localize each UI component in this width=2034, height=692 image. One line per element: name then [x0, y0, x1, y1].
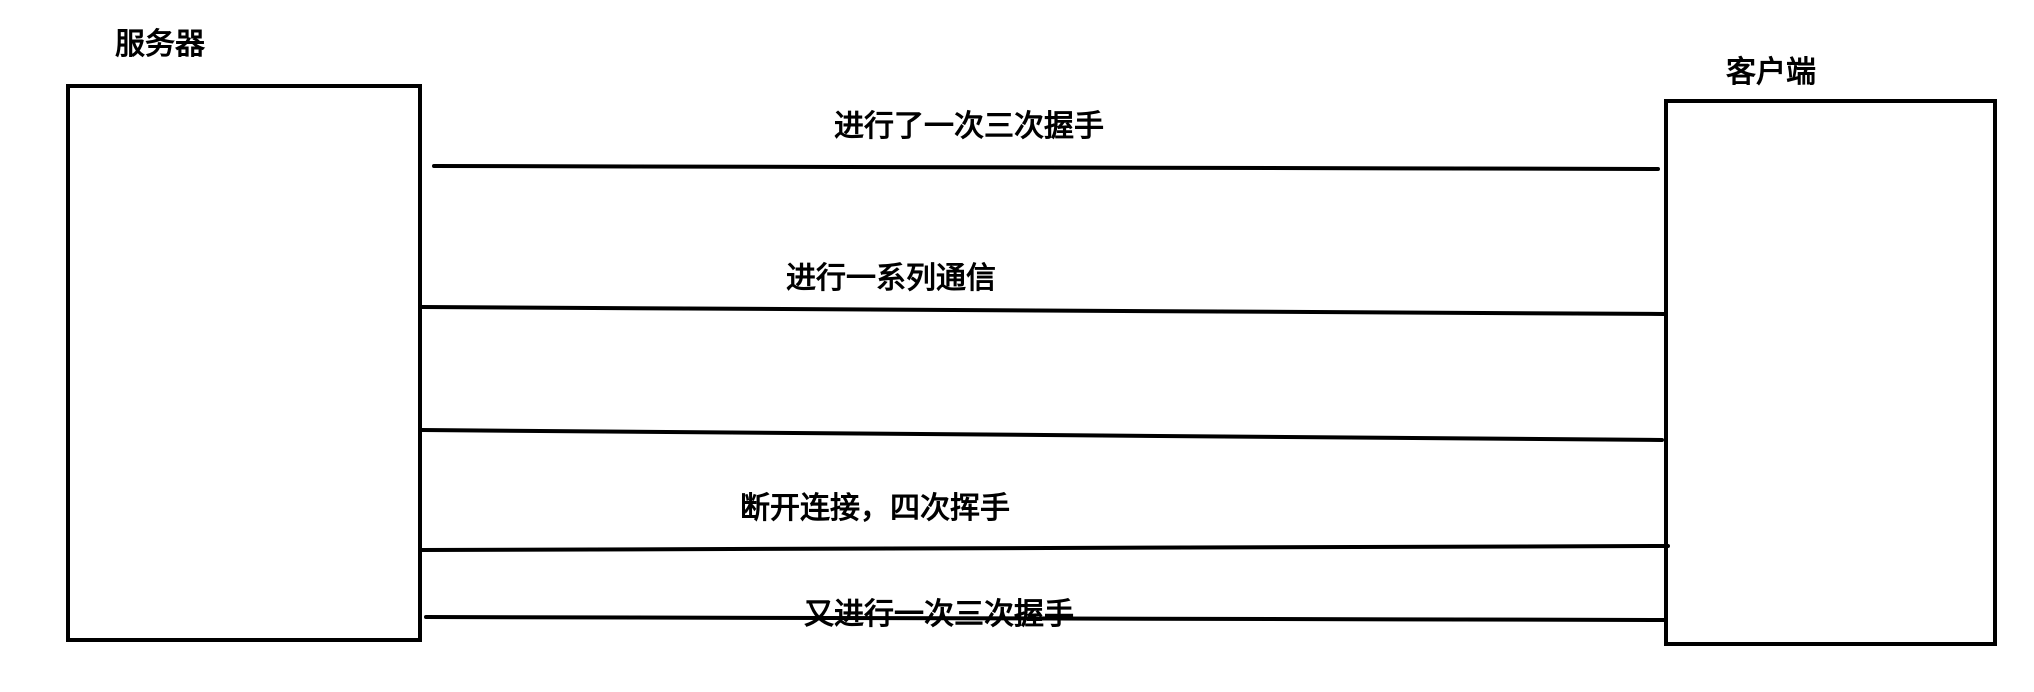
message-line-rehandshake [424, 615, 1666, 622]
message-label-handshake: 进行了一次三次握手 [834, 109, 1104, 144]
client-label: 客户端 [1726, 55, 1816, 90]
message-line-blank [420, 428, 1664, 442]
message-label-communication: 进行一系列通信 [786, 261, 996, 296]
message-line-teardown [420, 544, 1670, 552]
server-label: 服务器 [115, 27, 205, 62]
client-box [1664, 99, 1997, 646]
message-label-teardown: 断开连接，四次挥手 [740, 491, 1010, 526]
message-line-communication [420, 305, 1666, 316]
message-label-rehandshake: 又进行一次三次握手 [804, 597, 1074, 632]
message-line-handshake [432, 164, 1660, 171]
server-box [66, 84, 422, 642]
